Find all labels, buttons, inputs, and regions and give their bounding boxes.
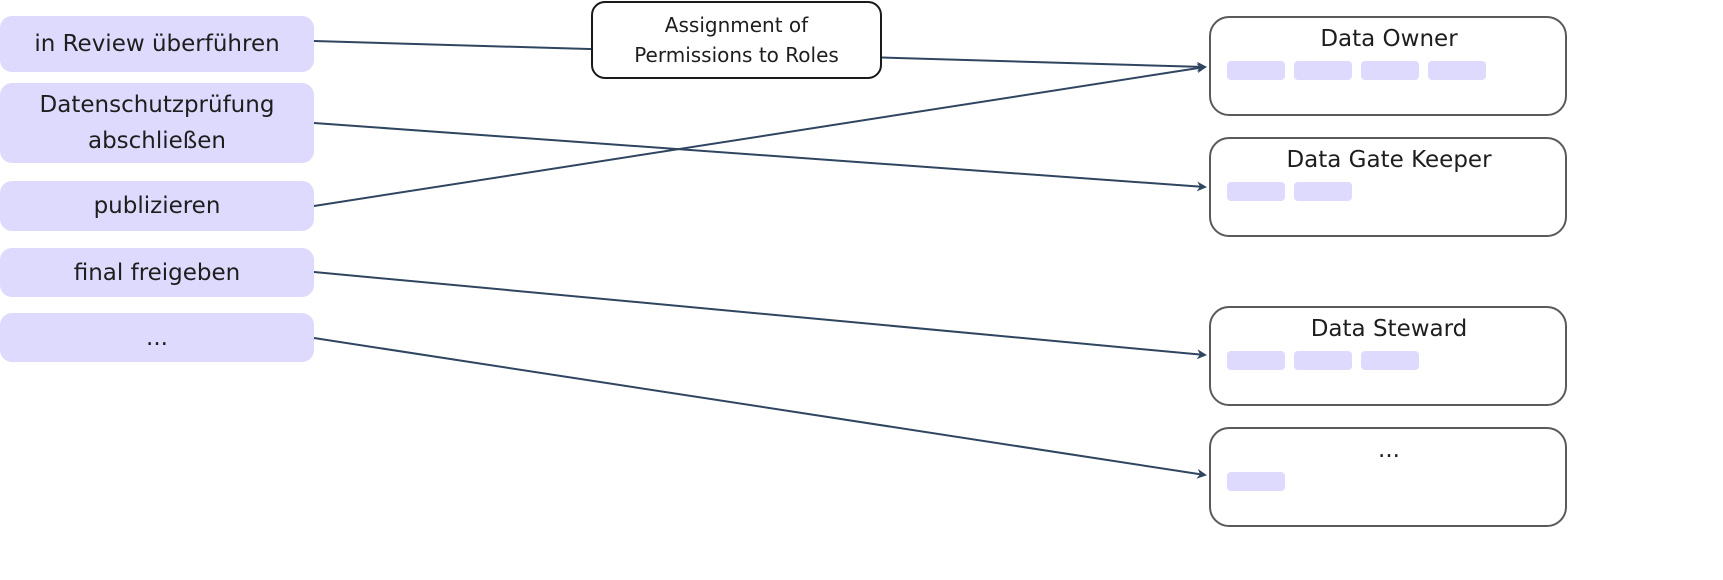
permission-chips <box>1227 351 1419 370</box>
permission-label: final freigeben <box>73 259 241 286</box>
role-data-gate-keeper[interactable]: Data Gate Keeper <box>1209 137 1567 237</box>
permission-label: Datenschutzprüfung abschließen <box>39 92 275 154</box>
permission-label: in Review überführen <box>34 31 280 57</box>
permission-chips <box>1227 182 1352 201</box>
role-more[interactable]: ... <box>1209 427 1567 527</box>
role-data-steward[interactable]: Data Steward <box>1209 306 1567 406</box>
permission-chip <box>1361 351 1419 370</box>
role-data-owner[interactable]: Data Owner <box>1209 16 1567 116</box>
role-title: Data Owner <box>1320 26 1458 52</box>
permission-chip <box>1227 182 1285 201</box>
permission-in-review[interactable]: in Review überführen <box>0 16 314 72</box>
arrow-freigeben-to-steward <box>313 271 1207 360</box>
permission-chips <box>1227 61 1486 80</box>
permission-chip <box>1428 61 1486 80</box>
arrow-datenschutz-to-gatekeeper <box>313 122 1207 192</box>
role-title: Data Gate Keeper <box>1286 147 1492 173</box>
permission-datenschutzpruefung[interactable]: Datenschutzprüfung abschließen <box>0 83 314 163</box>
permission-chip <box>1361 61 1419 80</box>
permission-chip <box>1294 61 1352 80</box>
permission-chip <box>1227 351 1285 370</box>
permission-label: ... <box>146 324 168 351</box>
arrow-publizieren-to-owner <box>313 63 1207 207</box>
permission-more[interactable]: ... <box>0 313 314 362</box>
permission-chip <box>1294 351 1352 370</box>
permission-chip <box>1227 61 1285 80</box>
arrow-more-to-more <box>313 337 1207 479</box>
permission-final-freigeben[interactable]: final freigeben <box>0 248 314 297</box>
permission-label: publizieren <box>93 193 221 219</box>
permission-publizieren[interactable]: publizieren <box>0 181 314 231</box>
permission-chip <box>1227 472 1285 491</box>
edge-label-text: Assignment of Permissions to Roles <box>634 13 839 67</box>
role-title: Data Steward <box>1310 316 1468 342</box>
permission-chips <box>1227 472 1285 491</box>
edge-label: Assignment of Permissions to Roles <box>591 1 882 79</box>
role-title: ... <box>1378 437 1400 463</box>
permission-chip <box>1294 182 1352 201</box>
